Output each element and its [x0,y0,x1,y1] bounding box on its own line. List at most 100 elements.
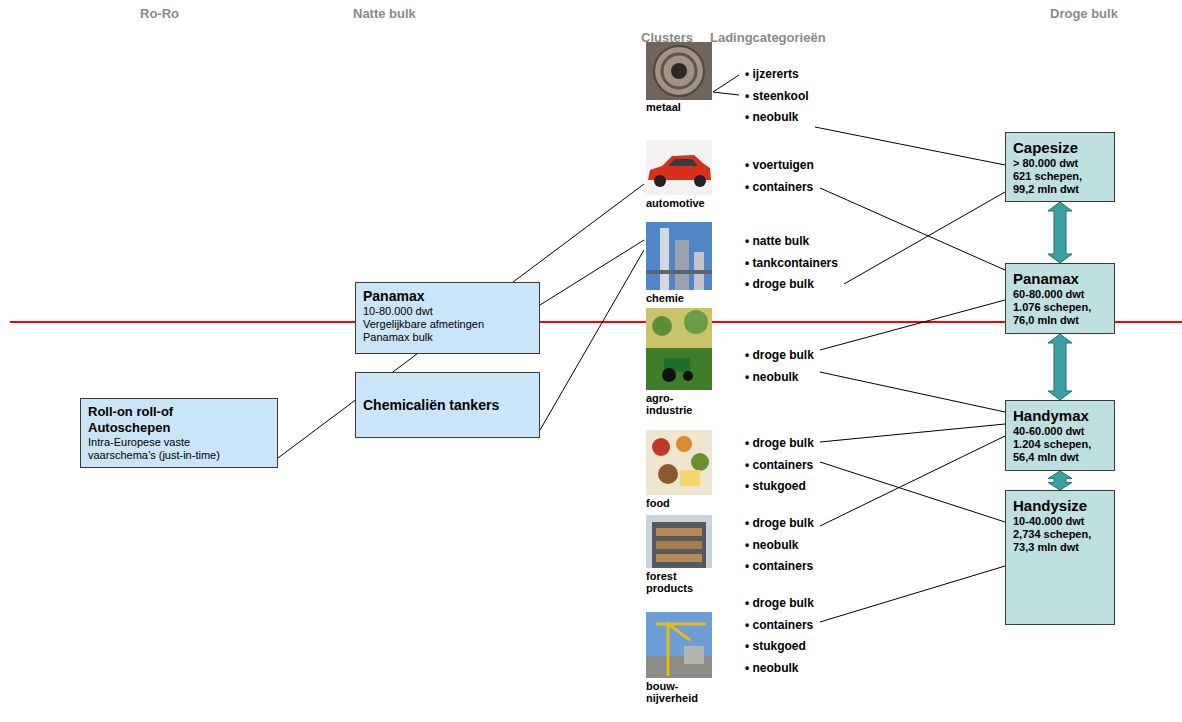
cluster-group: bouw- nijverheid • droge bulk• containers… [644,593,820,706]
car-photo [646,140,712,195]
coil-ring [662,54,696,88]
tree [652,316,672,336]
tractor-wheel [683,371,693,381]
column-header: Ladingcategorieën [710,30,826,45]
field [646,348,712,390]
box-title: Panamax [1013,269,1107,288]
building [684,646,704,664]
timber-stack [656,554,702,562]
cargo-category: • tankcontainers [745,253,838,275]
cluster-group: agro- industrie • droge bulk• neobulk [644,308,820,418]
bulk-class-box: Capesize> 80.000 dwt621 schepen, 99,2 ml… [1005,132,1115,202]
cargo-category: • stukgoed [745,476,814,498]
bulk-class-box: Panamax60-80.000 dwt1.076 schepen, 76,0 … [1005,263,1115,334]
cluster-label-holder: automotive [646,197,716,209]
cargo-list: • ijzererts• steenkool• neobulk [745,64,809,129]
cargo-category: • droge bulk [745,513,814,535]
car-wheel [654,175,666,187]
timber-stack [656,541,702,549]
tractor-wheel [662,368,676,382]
cargo-category: • droge bulk [745,345,814,367]
cluster-label: forest products [646,570,714,594]
cargo-category: • neobulk [745,535,814,557]
cargo-category: • containers [745,455,814,477]
photo-ground [646,612,712,678]
crane [656,622,706,676]
photo-ground [646,222,712,290]
cargo-list: • droge bulk• containers• stukgoed• neob… [745,593,814,679]
cargo-category: • droge bulk [745,433,814,455]
photo-ground [646,42,712,100]
cluster-label: bouw- nijverheid [646,680,714,704]
photo-ground [646,430,712,495]
box-text: 1.204 schepen, 56,4 mln dwt [1013,438,1099,464]
box-text: 621 schepen, 99,2 mln dwt [1013,170,1099,196]
cargo-category: • droge bulk [745,593,814,615]
box-text: 1.076 schepen, 76,0 mln dwt [1013,301,1099,327]
photo-ground [646,140,712,195]
leader-line [713,92,739,95]
agro-photo [646,308,712,390]
cluster-label: chemie [646,292,714,304]
connector-line [820,300,1005,350]
box-text: > 80.000 dwt [1013,157,1107,170]
connector-line [278,184,644,458]
cargo-list: • droge bulk• containers• stukgoed [745,433,814,498]
cluster-label: food [646,497,714,509]
food-item [691,453,709,471]
cluster-group: metaal• ijzererts• steenkool• neobulk [644,42,815,131]
bulk-class-box: Handymax40-60.000 dwt1.204 schepen, 56,4… [1005,400,1115,471]
cargo-list: • voertuigen• containers [745,155,814,198]
cargo-category: • ijzererts [745,64,809,86]
box-title: Capesize [1013,138,1107,157]
box-text: 40-60.000 dwt [1013,425,1107,438]
cluster-label: agro- industrie [646,392,714,416]
column-header: Ro-Ro [140,6,179,21]
cluster-group: forest products• droge bulk• neobulk• co… [644,513,820,596]
cargo-category: • containers [745,615,814,637]
steel-coil [654,46,704,96]
connector-line [540,240,644,305]
box-title: Chemicaliën tankers [363,397,532,414]
connector-line [540,250,644,430]
double-arrow [1048,471,1072,490]
cargo-category: • stukgoed [745,636,814,658]
photo-ground [646,515,712,568]
connector-line [820,372,1005,412]
box-title: Handymax [1013,406,1107,425]
cluster-label: automotive [646,197,714,209]
cargo-category: • neobulk [745,658,814,680]
forest-photo [646,515,712,568]
column-header: Droge bulk [1050,6,1118,21]
cargo-category: • natte bulk [745,231,838,253]
cargo-category: • neobulk [745,367,814,389]
box-text: 10-40.000 dwt [1013,515,1107,528]
construction-photo [646,612,712,678]
double-arrow [1048,202,1072,263]
connector-line [820,436,1005,526]
cargo-category: • containers [745,177,814,199]
box-title: Panamax [363,288,532,305]
cargo-category: • neobulk [745,107,809,129]
cargo-list: • droge bulk• neobulk [745,345,814,388]
food-item [652,438,670,456]
bulk-class-box: Handysize10-40.000 dwt2,734 schepen, 73,… [1005,490,1115,625]
tanker-box: Chemicaliën tankers [355,372,540,438]
cluster-group: chemie• natte bulk• tankcontainers• drog… [644,222,844,306]
tanker-box: Panamax10-80.000 dwtVergelijkbare afmeti… [355,282,540,354]
connector-line [815,127,1005,165]
food-item [680,470,700,486]
chemistry-photo [646,222,712,290]
connector-line [820,566,1005,622]
plant-tower [675,240,689,290]
timber-stack [656,528,702,536]
box-text: 2,734 schepen, 73,3 mln dwt [1013,528,1099,554]
cluster-label-holder: food [646,497,716,509]
connector-line [820,188,1005,270]
food-item [658,464,678,484]
box-title: Handysize [1013,496,1107,515]
plant-tower [660,228,669,290]
leader-line [713,75,739,92]
